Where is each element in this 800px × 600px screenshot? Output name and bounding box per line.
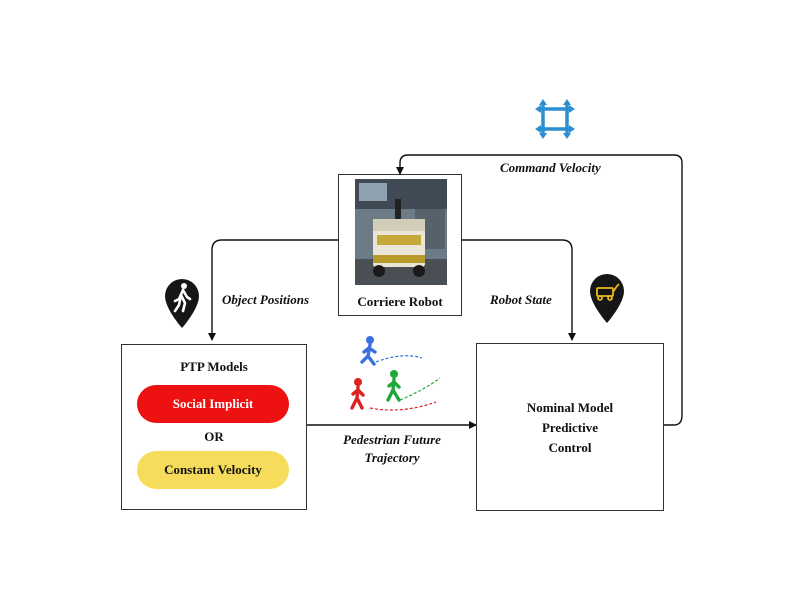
mpc-title: Nominal Model Predictive Control xyxy=(477,398,663,458)
pedestrian-pin-icon xyxy=(165,279,199,328)
trajectory-label-line2: Trajectory xyxy=(364,450,420,465)
nominal-mpc-box: Nominal Model Predictive Control xyxy=(476,343,664,511)
ptp-title: PTP Models xyxy=(180,359,248,374)
trajectory-label: Pedestrian Future Trajectory xyxy=(326,431,458,467)
social-implicit-label: Social Implicit xyxy=(172,396,254,411)
ros-arrows-icon xyxy=(535,99,575,139)
mpc-title-line1: Nominal Model xyxy=(526,400,614,415)
walking-pedestrians-icon xyxy=(350,336,441,411)
robot-caption: Corriere Robot xyxy=(357,294,443,309)
trajectory-label-line1: Pedestrian Future xyxy=(343,432,441,447)
robot-pin-icon xyxy=(590,274,624,323)
object-positions-arrow xyxy=(208,239,338,341)
constant-velocity-pill: Constant Velocity xyxy=(137,451,289,489)
mpc-title-line2: Predictive xyxy=(541,420,599,435)
robot-photo xyxy=(355,179,447,285)
command-velocity-label: Command Velocity xyxy=(500,160,601,175)
mpc-title-line3: Control xyxy=(548,440,592,455)
or-connector: OR xyxy=(204,429,224,444)
robot-box: Corriere Robot xyxy=(338,174,462,316)
robot-state-arrow xyxy=(462,239,576,341)
command-velocity-arrow xyxy=(396,154,683,426)
object-positions-label: Object Positions xyxy=(222,292,310,307)
constant-velocity-label: Constant Velocity xyxy=(164,462,262,477)
robot-state-label: Robot State xyxy=(490,292,552,307)
social-implicit-pill: Social Implicit xyxy=(137,385,289,423)
ptp-models-box: PTP Models Social Implicit OR Constant V… xyxy=(121,344,307,510)
